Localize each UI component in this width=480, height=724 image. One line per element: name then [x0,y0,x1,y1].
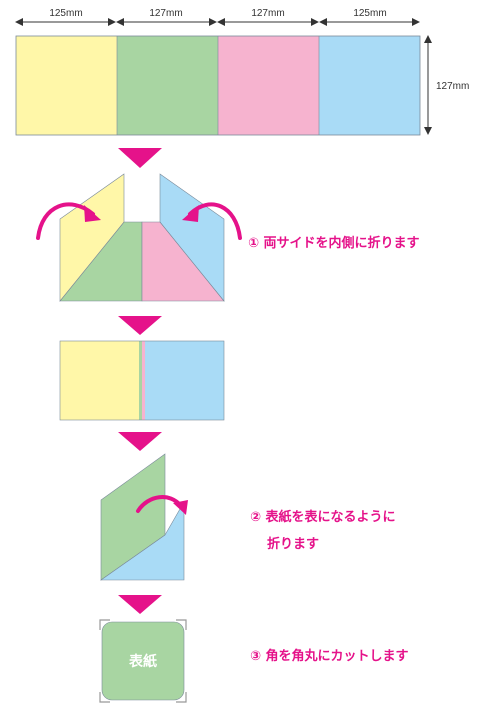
final-cover: 表紙 [99,619,187,703]
flat-sheet [15,35,421,136]
step-2-line-2: 折ります [267,537,320,552]
folded-sheet [59,340,225,421]
width-label-4: 125mm [353,8,386,19]
cover-label: 表紙 [128,653,157,670]
panel-blue [319,36,420,135]
width-label-2: 127mm [149,8,182,19]
panel-green [117,36,218,135]
step-2-line-1: ② 表紙を表になるように [250,510,396,525]
step-3-line-1: ③ 角を角丸にカットします [250,649,409,664]
width-dimensions: 125mm 127mm 127mm 125mm [15,6,420,26]
width-label-3: 127mm [251,8,284,19]
fold-step-2 [100,453,188,581]
step-3-instruction: ③ 角を角丸にカットします [250,646,409,667]
panel-yellow [16,36,117,135]
down-arrow-4 [118,595,162,614]
down-arrow-2 [118,316,162,335]
height-label: 127mm [436,81,469,92]
step-1-line-1: ① 両サイドを内側に折ります [248,236,420,251]
step-2-instruction: ② 表紙を表になるように 折ります [250,507,396,555]
height-dimension: 127mm [424,35,469,135]
width-label-1: 125mm [49,8,82,19]
fold-step-1 [36,173,242,302]
panel-pink [218,36,319,135]
step-1-instruction: ① 両サイドを内側に折ります [248,233,420,254]
down-arrow-1 [118,148,162,168]
down-arrow-3 [118,432,162,451]
